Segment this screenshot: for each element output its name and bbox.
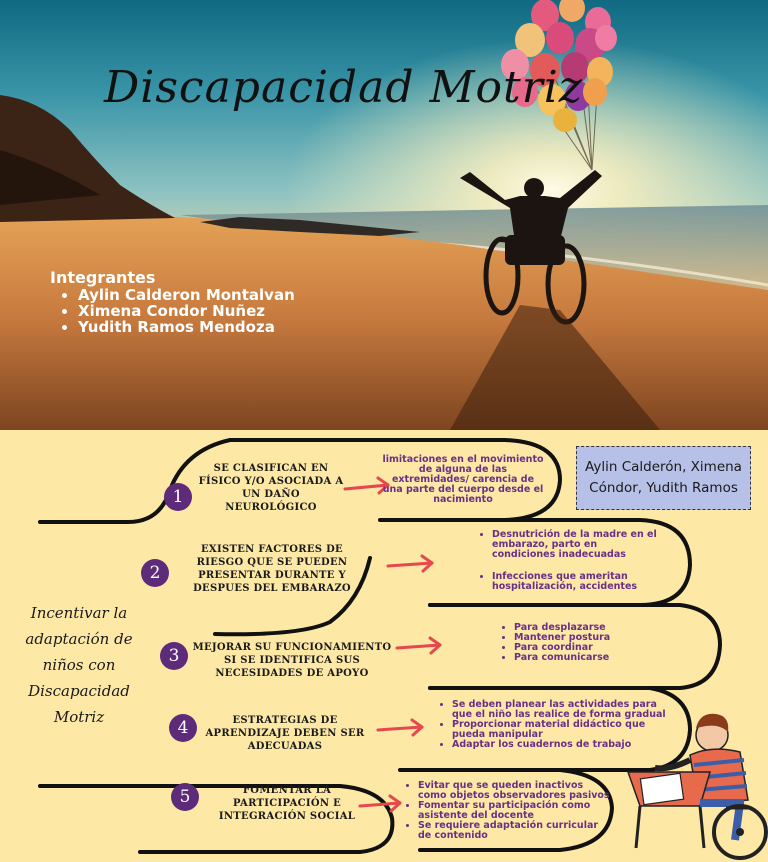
members-list: Integrantes Aylin Calderon Montalvan Xim… <box>50 268 295 335</box>
step-detail-list: Desnutrición de la madre en el embarazo,… <box>480 530 660 592</box>
step-detail: Se deben planear las actividades para qu… <box>440 700 666 750</box>
step-detail-list: Se deben planear las actividades para qu… <box>440 700 666 750</box>
step-detail-item: Adaptar los cuadernos de trabajo <box>452 740 666 750</box>
step-text: Mejorar su funcionamiento si se identifi… <box>192 642 392 679</box>
step-detail-item: Mantener postura <box>514 633 642 643</box>
step-detail: Evitar que se queden inactivos como obje… <box>406 781 610 841</box>
step-text: Estrategias de aprendizaje deben ser ade… <box>205 715 365 752</box>
step-detail-item: Para desplazarse <box>514 623 642 633</box>
step-number-badge: 1 <box>164 483 192 511</box>
member-item: Ximena Condor Nuñez <box>78 303 295 319</box>
step-number-badge: 5 <box>171 783 199 811</box>
members-heading: Integrantes <box>50 268 156 287</box>
step-number-badge: 2 <box>141 559 169 587</box>
balloons-icon <box>501 0 617 132</box>
step-detail: Para desplazarse Mantener postura Para c… <box>502 623 642 663</box>
child-wheelchair-illustration <box>626 713 768 860</box>
step-number-badge: 4 <box>169 714 197 742</box>
step-detail-item: Se requiere adaptación curricular de con… <box>418 821 610 841</box>
step-detail-item: Desnutrición de la madre en el embarazo,… <box>492 530 660 560</box>
page-title: Discapacidad Motriz <box>104 62 583 113</box>
member-item: Aylin Calderon Montalvan <box>78 287 295 303</box>
step-detail-list: Para desplazarse Mantener postura Para c… <box>502 623 642 663</box>
step-detail-item: Se deben planear las actividades para qu… <box>452 700 666 720</box>
beach-scene-illustration <box>0 0 768 430</box>
members-items: Aylin Calderon Montalvan Ximena Condor N… <box>50 287 295 335</box>
step-text: Se clasifican en físico y/o asociada a u… <box>198 463 344 513</box>
step-number-badge: 3 <box>160 642 188 670</box>
winding-path <box>38 438 723 854</box>
step-detail-item: Infecciones que ameritan hospitalización… <box>492 572 660 592</box>
side-title: Incentivar la adaptación de niños con Di… <box>25 604 133 726</box>
step-detail-item: Evitar que se queden inactivos como obje… <box>418 781 610 801</box>
step-detail: limitaciones en el movimiento de alguna … <box>382 455 544 505</box>
authors-box: Aylin Calderón, Ximena Cóndor, Yudith Ra… <box>576 446 751 510</box>
step-text: Fomentar la participación e integración … <box>218 785 356 822</box>
step-text: Existen factores de riesgo que se pueden… <box>193 544 351 594</box>
step-detail-list: Evitar que se queden inactivos como obje… <box>406 781 610 841</box>
hero-photo: Discapacidad Motriz Integrantes Aylin Ca… <box>0 0 768 430</box>
step-detail: Desnutrición de la madre en el embarazo,… <box>480 530 660 592</box>
step-detail-item: Proporcionar material didáctico que pued… <box>452 720 666 740</box>
arrows <box>343 476 442 813</box>
step-detail-item: Para coordinar <box>514 643 642 653</box>
step-detail-item: limitaciones en el movimiento de alguna … <box>382 454 544 505</box>
step-detail-item: Para comunicarse <box>514 653 642 663</box>
step-detail-item: Fomentar su participación como asistente… <box>418 801 610 821</box>
member-item: Yudith Ramos Mendoza <box>78 319 295 335</box>
